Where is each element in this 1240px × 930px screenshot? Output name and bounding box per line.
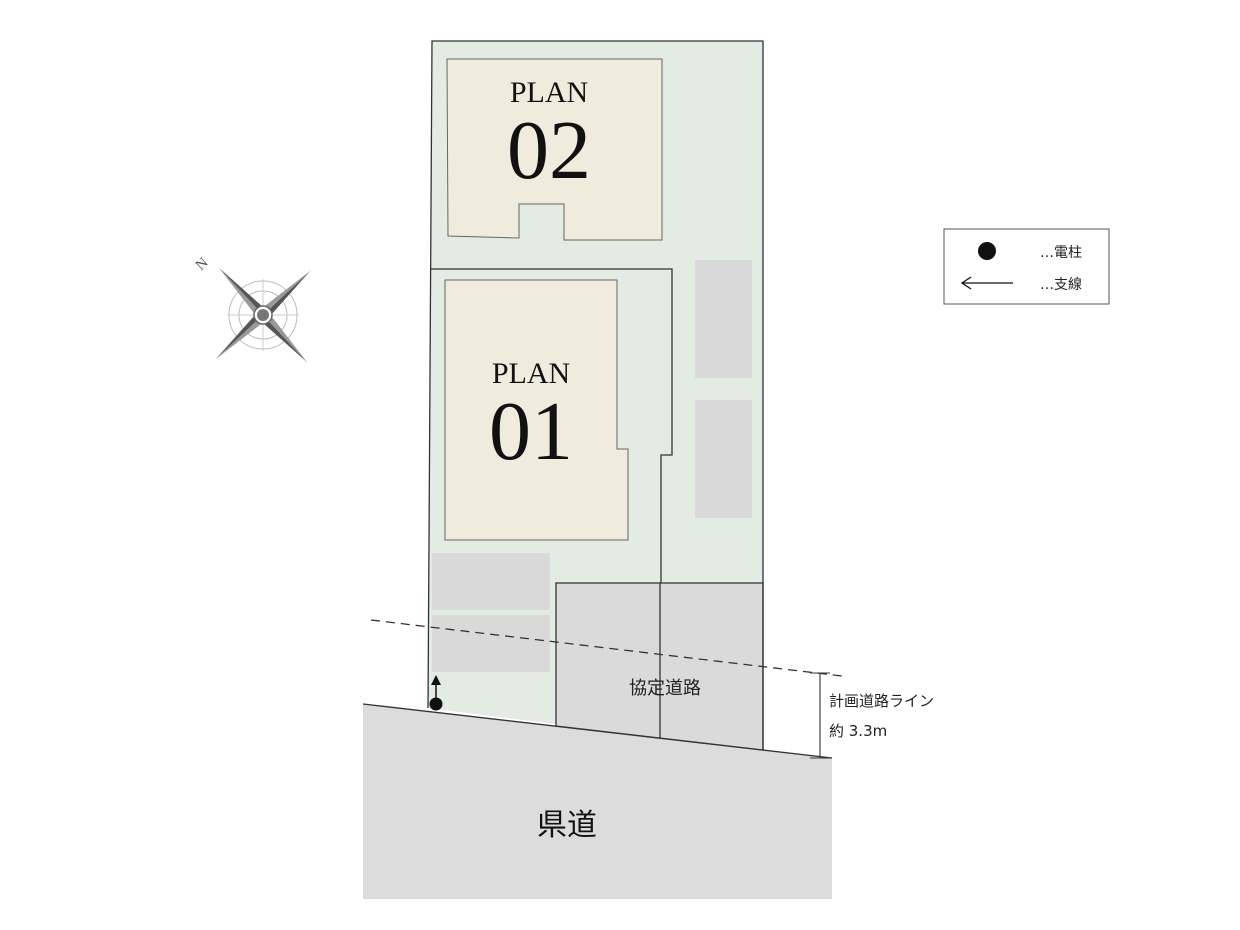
utility-pole-icon [978,242,996,260]
compass-rose-icon [215,267,311,363]
lot-boundary [427,40,764,750]
planned-line-dimension [810,672,830,759]
plan-01-label: PLAN [492,357,570,390]
parking-space [432,615,550,672]
legend: …電柱 …支線 [943,228,1110,305]
legend-label-pole: …電柱 [1040,245,1082,261]
plan-01-number: 01 [489,385,573,478]
parking-space [695,260,752,378]
plan-02-building [446,58,663,241]
parking-space [695,400,752,518]
plan-02-label: PLAN [510,76,588,109]
prefectural-road [363,704,832,899]
parking-space [432,553,550,610]
compass-north-label: N [193,255,212,274]
plan-01-building [444,279,629,541]
legend-label-wire: …支線 [1040,277,1082,293]
planned-line-distance: 約 3.3m [829,722,887,740]
lot-division-line [430,268,673,583]
planned-line-label: 計画道路ライン [829,692,934,710]
guy-wire-arrow-icon [960,276,1013,290]
planned-road-line [370,619,843,677]
agreement-road-label: 協定道路 [629,678,701,699]
utility-pole-marker [429,675,443,711]
plan-02-number: 02 [507,104,591,197]
prefectural-road-label: 県道 [537,808,597,843]
